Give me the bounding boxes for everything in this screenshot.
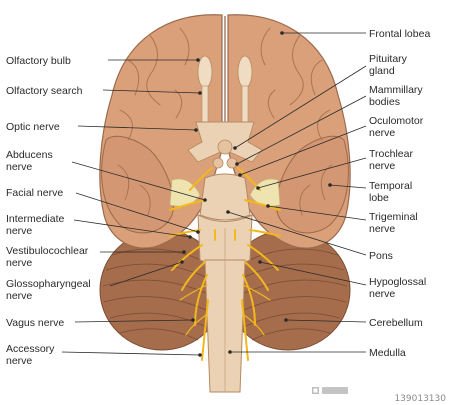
label-glossopharyngeal-nerve: Glossopharyngeal nerve [6,278,94,302]
label-vagus-nerve: Vagus nerve [6,317,64,329]
label-facial-nerve: Facial nerve [6,187,63,199]
stock-footer: 139013130 [312,387,446,404]
brain-illustration [99,14,351,393]
mammillary-body-right [226,157,238,169]
label-medulla: Medulla [369,347,406,359]
label-optic-nerve: Optic nerve [6,121,60,133]
label-cerebellum: Cerebellum [369,317,423,329]
leader-lines [61,31,367,357]
pixta-logo [312,387,348,394]
label-pituitary-gland: Pituitary gland [369,53,410,77]
stock-id: 139013130 [394,394,446,404]
label-vestibulocochlear-nerve: Vestibulocochlear nerve [6,245,91,269]
label-accessory-nerve: Accessory nerve [6,343,57,367]
label-abducens-nerve: Abducens nerve [6,149,56,173]
label-olfactory-bulb: Olfactory bulb [6,55,71,67]
label-trochlear-nerve: Trochlear nerve [369,148,416,172]
label-oculomotor-nerve: Oculomotor nerve [369,115,426,139]
label-mammillary-bodies: Mammillary bodies [369,84,426,108]
optic-chiasm [187,121,263,169]
label-temporal-lobe: Temporal lobe [369,180,415,204]
label-trigeminal-nerve: Trigeminal nerve [369,211,421,235]
mammillary-body-left [212,157,224,169]
pituitary-gland [217,139,233,155]
label-olfactory-search: Olfactory search [6,85,83,97]
labels-left: Olfactory bulb Olfactory search Optic ne… [6,55,94,367]
label-pons: Pons [369,250,393,262]
brainstem [197,173,253,393]
label-hypoglossal-nerve: Hypoglossal nerve [369,276,429,300]
cerebellum [99,229,351,351]
label-frontal-lobe: Frontal lobea [369,28,430,40]
label-intermediate-nerve: Intermediate nerve [6,213,67,237]
labels-right: Frontal lobea Pituitary gland Mammillary… [369,28,430,359]
cranial-nerves [169,167,281,361]
olfactory-bulbs [197,55,253,123]
